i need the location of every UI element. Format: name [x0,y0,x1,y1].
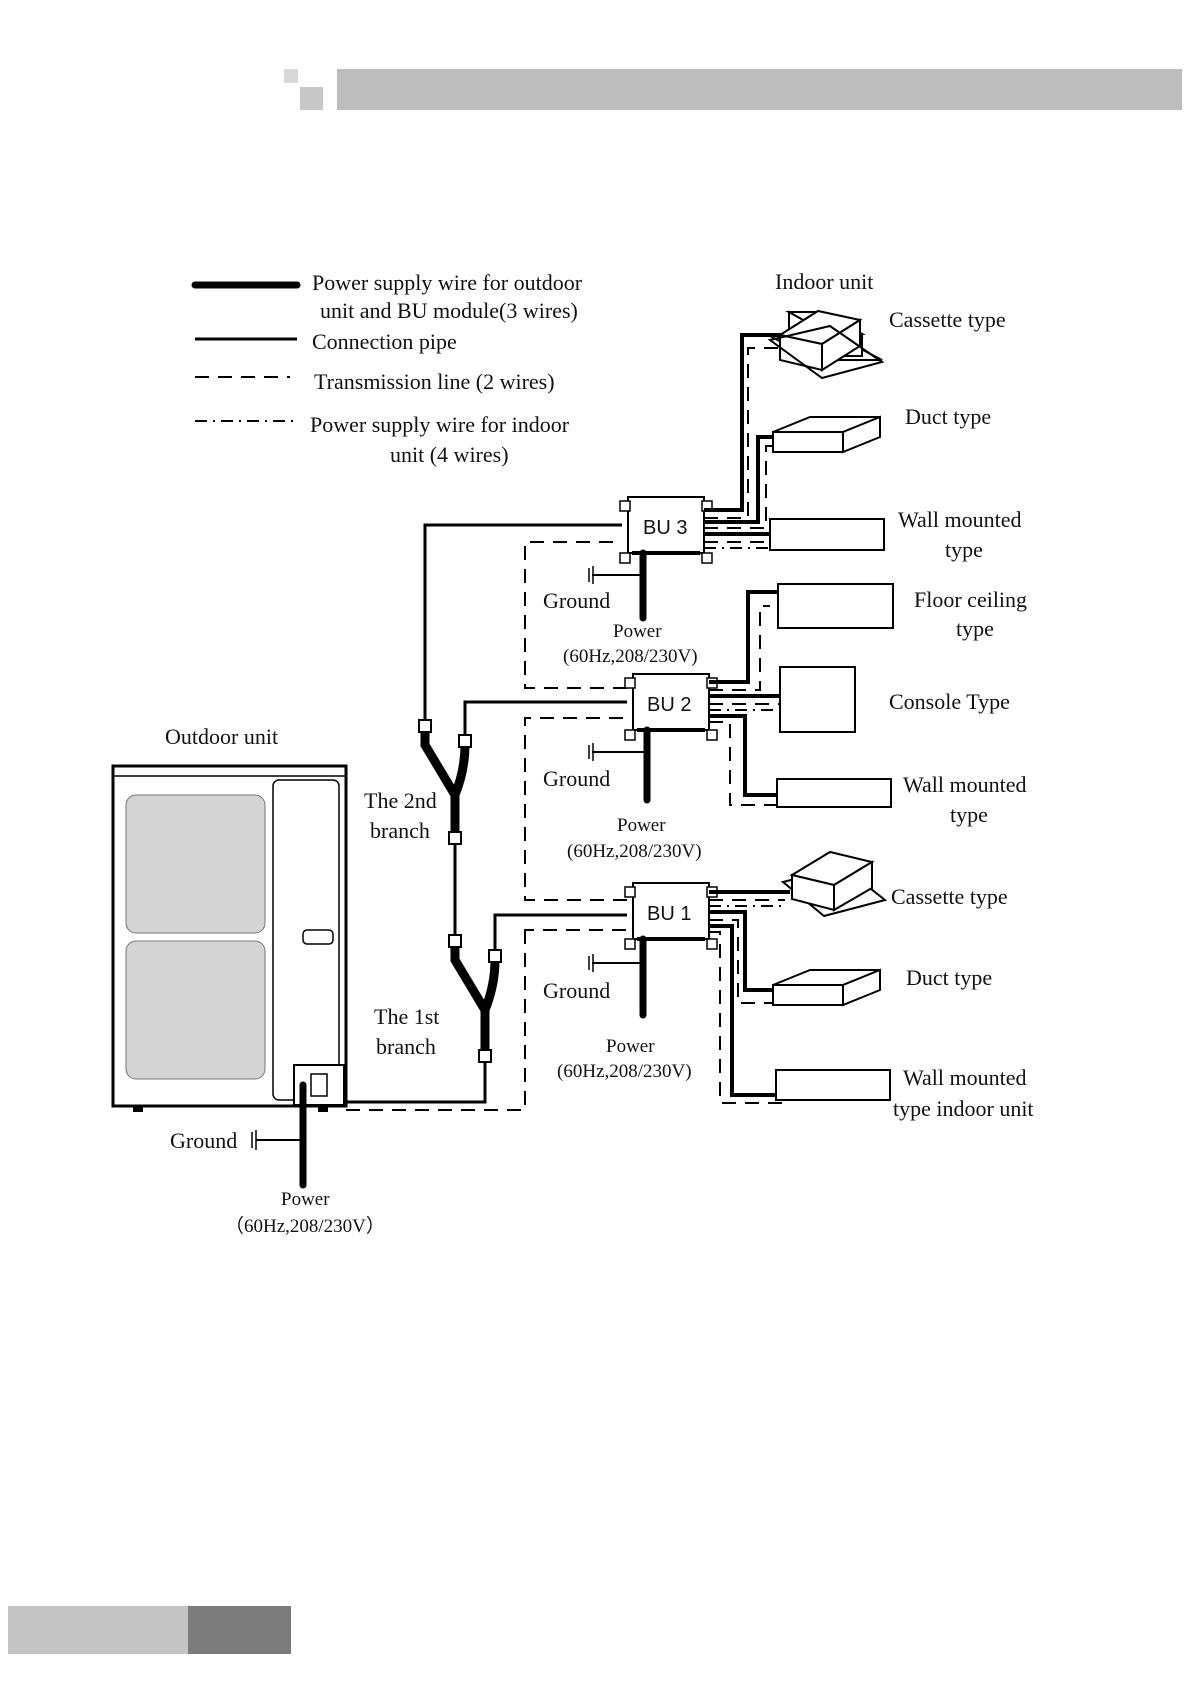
legend-power-indoor-line2: unit (4 wires) [390,442,509,467]
outdoor-unit [111,764,348,1112]
footer-bar-dark [188,1606,291,1654]
legend-power-outdoor-line1: Power supply wire for outdoor [312,270,583,295]
wall-unit-top [769,518,885,551]
bu1-ground-label: Ground [543,978,610,1003]
legend-power-indoor-line1: Power supply wire for indoor [310,412,570,437]
branch-pipes [346,523,627,1111]
wall-unit-mid [776,778,892,808]
wall-mid-label-line1: Wall mounted [903,772,1026,797]
outdoor-ground-label: Ground [170,1128,237,1153]
bu2-power-label: Power [617,815,666,836]
bu3-label: BU 3 [643,517,687,539]
wall-unit-bottom [775,1069,891,1101]
legend-pipe-label: Connection pipe [312,329,457,354]
outdoor-power-spec: （60Hz,208/230V） [225,1215,385,1237]
cassette-panel-top [767,324,885,380]
bu1-power-label: Power [606,1036,655,1057]
console-label: Console Type [889,689,1010,714]
wall-top-label-line2: type [945,537,983,562]
wall-bottom-label-line1: Wall mounted [903,1065,1026,1090]
duct-unit-bottom [772,968,881,1007]
console-unit [779,666,856,733]
wall-mid-label-line2: type [950,802,988,827]
bu3-module [619,496,713,564]
floor-ceiling-label-line1: Floor ceiling [914,587,1027,612]
indoor-unit-title: Indoor unit [775,269,873,294]
outdoor-unit-title: Outdoor unit [165,724,278,749]
bu3-power-label: Power [613,621,662,642]
duct-unit-top [772,415,881,454]
branch-1st-line2: branch [376,1034,436,1059]
bu1-label: BU 1 [647,903,691,925]
bu2-power-spec: (60Hz,208/230V) [567,841,702,862]
bu3-power-spec: (60Hz,208/230V) [563,646,698,667]
floor-ceiling-unit [777,583,894,629]
bu3-ground-label: Ground [543,588,610,613]
header-bar [337,69,1182,110]
bu2-ground-label: Ground [543,766,610,791]
bu1-power-spec: (60Hz,208/230V) [557,1061,692,1082]
branch-2nd-line2: branch [370,818,430,843]
legend: Power supply wire for outdoor unit and B… [191,270,583,467]
branch-1st-line1: The 1st [374,1004,439,1029]
cassette-box-bottom [789,850,875,912]
bu2-label: BU 2 [647,694,691,716]
bu1-module [624,882,718,950]
outdoor-power-label: Power [281,1189,330,1210]
header-square-mid [300,87,323,110]
transmission-lines [524,541,627,935]
legend-transmission-label: Transmission line (2 wires) [314,369,555,394]
wall-top-label-line1: Wall mounted [898,507,1021,532]
branch-2nd-line1: The 2nd [364,788,437,813]
cassette-bottom-label: Cassette type [891,884,1008,909]
wall-bottom-label-line2: type indoor unit [893,1096,1034,1121]
legend-power-outdoor-line2: unit and BU module(3 wires) [320,298,578,323]
duct-bottom-label: Duct type [906,965,992,990]
cassette-top-label: Cassette type [889,307,1006,332]
header-square-light [284,69,298,83]
floor-ceiling-label-line2: type [956,616,994,641]
duct-top-label: Duct type [905,404,991,429]
footer-bar-light [8,1606,188,1654]
